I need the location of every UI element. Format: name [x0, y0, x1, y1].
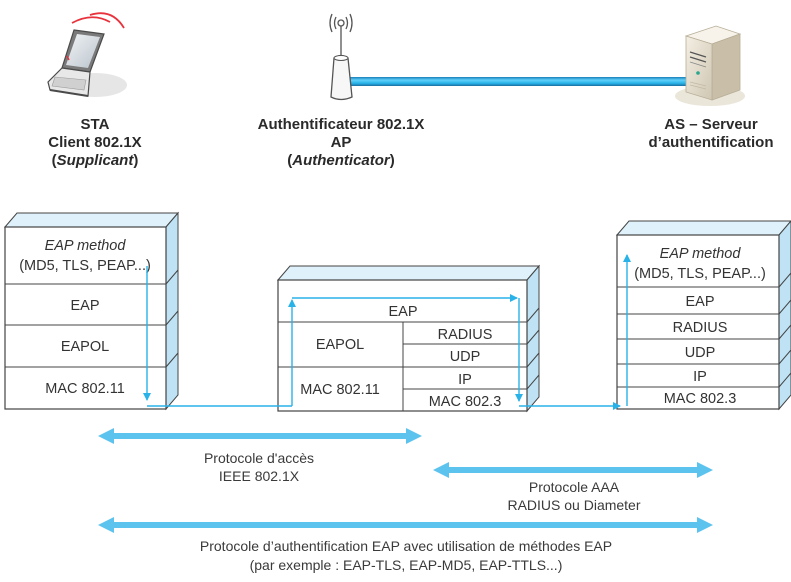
server-layer-eap-method: EAP method: [660, 246, 742, 262]
authenticator-protocol-stack: EAP EAPOL MAC 802.11 RADIUS UDP IP MAC 8…: [276, 264, 541, 413]
eap-data-flow-path: [143, 254, 631, 410]
eap-protocol-arrow: [98, 517, 713, 533]
server-layer-radius: RADIUS: [673, 320, 728, 336]
client-layer-eap: EAP: [70, 298, 99, 314]
client-label: STA Client 802.1X (Supplicant): [48, 116, 141, 169]
server-label-line1: AS – Serveur: [664, 116, 758, 133]
protocol-spans: [98, 428, 713, 533]
aaa-protocol-label: Protocole AAA: [529, 479, 620, 495]
server-protocol-stack: EAP method (MD5, TLS, PEAP...) EAP RADIU…: [615, 220, 791, 411]
server-icon: [675, 25, 745, 106]
server-layer-mac-8023: MAC 802.3: [664, 391, 737, 407]
server-label: AS – Serveur d’authentification: [649, 116, 774, 151]
client-layer-eap-method: EAP method: [45, 238, 127, 254]
authenticator-label-line1: Authentificateur 802.1X: [258, 116, 425, 133]
server-layer-ip: IP: [693, 369, 707, 385]
laptop-icon: [47, 12, 127, 97]
authenticator-label: Authentificateur 802.1X AP (Authenticato…: [258, 116, 425, 169]
client-layer-mac-80211: MAC 802.11: [45, 381, 125, 397]
ap-layer-ip: IP: [458, 372, 472, 388]
ap-layer-mac-8023: MAC 802.3: [429, 394, 502, 410]
authenticator-label-role: (Authenticator): [287, 152, 395, 169]
client-protocol-stack: EAP method (MD5, TLS, PEAP...) EAP EAPOL…: [3, 211, 180, 411]
access-protocol-label: Protocole d'accès: [204, 450, 314, 466]
authenticator-label-line2: AP: [331, 134, 352, 151]
server-layer-udp: UDP: [685, 345, 716, 361]
ap-layer-eapol: EAPOL: [316, 337, 364, 353]
client-label-line2: Client 802.1X: [48, 134, 141, 151]
aaa-protocol-standard: RADIUS ou Diameter: [507, 497, 640, 513]
client-label-role: (Supplicant): [52, 152, 139, 169]
server-layer-eap: EAP: [685, 294, 714, 310]
aaa-protocol-arrow: [433, 462, 713, 478]
ap-layer-mac-80211: MAC 802.11: [300, 382, 380, 398]
ap-layer-radius: RADIUS: [438, 327, 493, 343]
client-layer-eap-method-examples: (MD5, TLS, PEAP...): [19, 258, 151, 274]
eap-protocol-examples: (par exemple : EAP-TLS, EAP-MD5, EAP-TTL…: [250, 557, 563, 573]
client-layer-eapol: EAPOL: [61, 339, 109, 355]
server-label-line2: d’authentification: [649, 134, 774, 151]
server-layer-eap-method-examples: (MD5, TLS, PEAP...): [634, 266, 766, 282]
ap-layer-udp: UDP: [450, 349, 481, 365]
ap-layer-eap: EAP: [388, 304, 417, 320]
network-link: [335, 77, 695, 86]
eap-protocol-label: Protocole d’authentification EAP avec ut…: [200, 538, 612, 554]
access-point-icon: [329, 13, 353, 101]
access-protocol-arrow: [98, 428, 422, 444]
client-label-line1: STA: [81, 116, 110, 133]
access-protocol-standard: IEEE 802.1X: [219, 468, 300, 484]
